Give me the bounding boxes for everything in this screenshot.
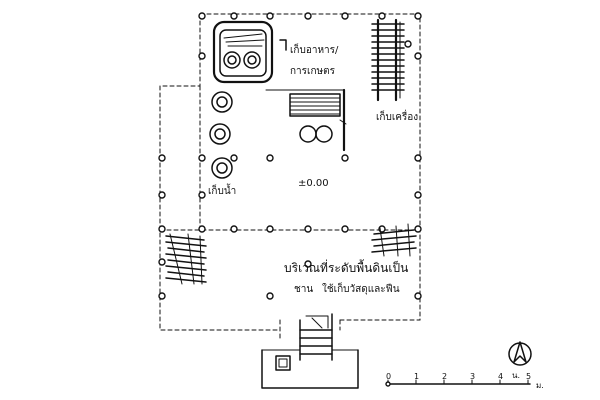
scale-tick-0: 0 [386,372,391,381]
entrance-stair [279,313,333,361]
scale-tick-3: 3 [470,372,475,381]
scale-bar [385,379,531,387]
area-note-line1: บริเวณที่ระดับพื้นดินเป็น [284,259,408,275]
tool-ladder [371,18,412,102]
raised-platform [265,88,347,152]
north-arrow [508,341,532,366]
storage-tools-label: เก็บเครื่อง [376,109,418,123]
storage-water-label: เก็บน้ำ [208,183,236,197]
posts [158,12,422,300]
main-outline [159,13,421,331]
storage-rice-label-2: การเกษตร [290,66,336,77]
scale-tick-4: 4 [498,372,503,381]
scale-unit: ม. [536,381,544,390]
area-note-line2: ชาน [294,284,313,295]
north-label: น. [512,371,520,380]
scale-tick-5: 5 [526,372,531,381]
firewood-left [165,233,207,285]
scale-tick-1: 1 [414,372,419,381]
lower-porch [261,349,359,389]
storage-rice-label-1: เก็บอาหาร/ [290,42,339,56]
level-label: ±0.00 [298,178,329,189]
scale-tick-2: 2 [442,372,447,381]
firewood-right [371,223,417,257]
water-jars [209,91,233,179]
area-note-line3: ใช้เก็บวัสดุและฟืน [322,281,400,295]
rice-storage-box [212,20,287,84]
